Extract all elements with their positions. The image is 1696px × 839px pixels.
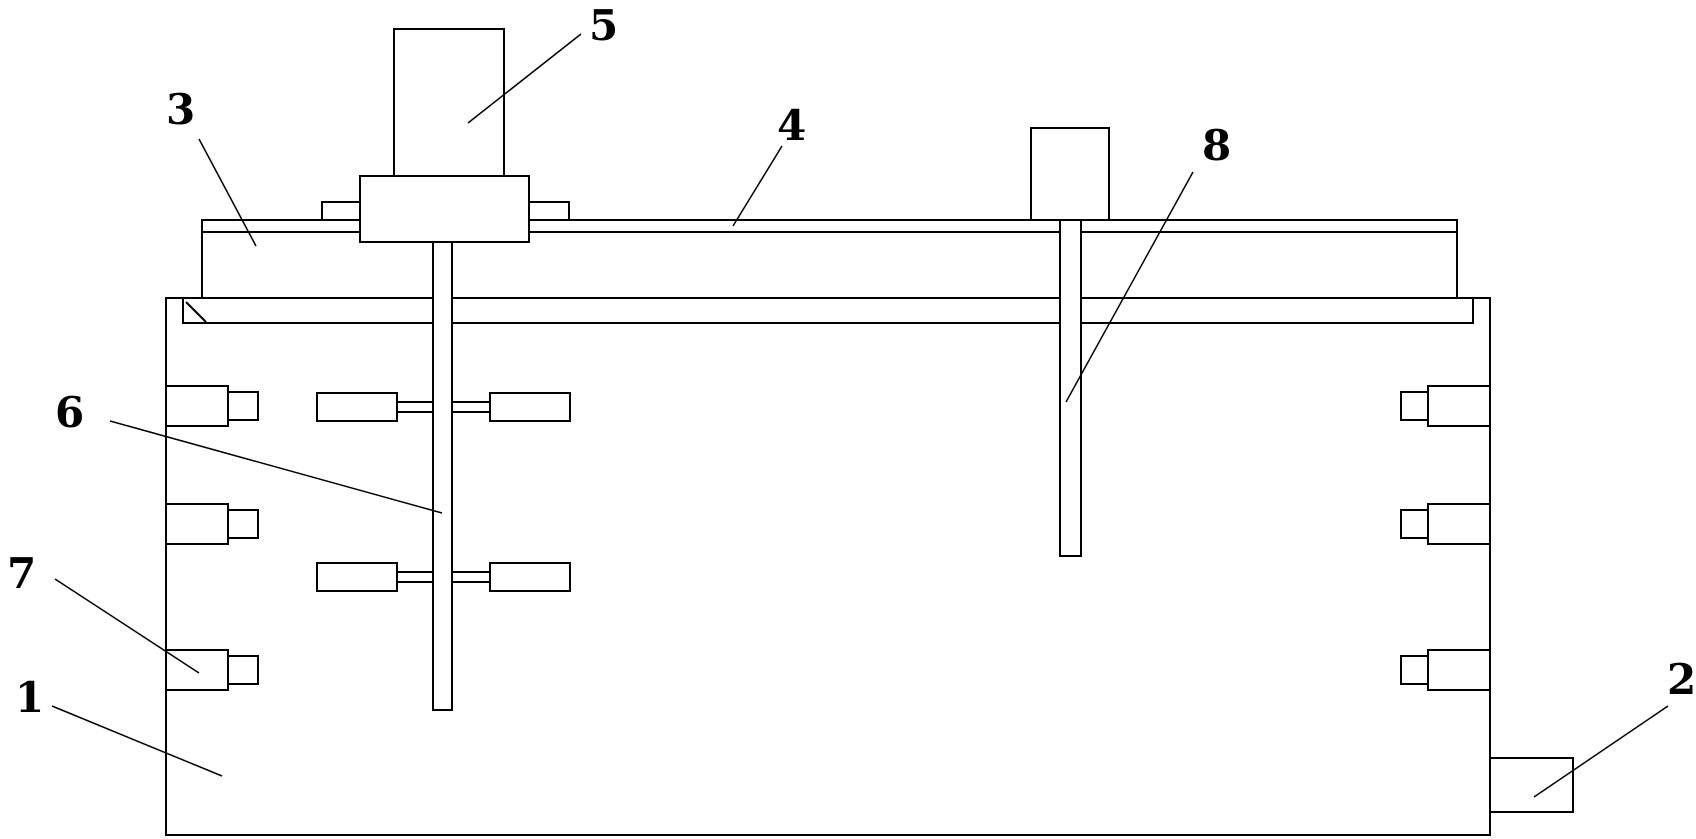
tank-flange xyxy=(182,297,1474,324)
leader-line-1 xyxy=(51,705,223,777)
label-4: 4 xyxy=(777,101,806,150)
leader-line-4 xyxy=(732,145,783,227)
left-nozzle-1-body xyxy=(165,385,229,427)
left-nozzle-1-tip xyxy=(227,391,259,421)
probe-rod xyxy=(1059,219,1082,557)
left-nozzle-3-tip xyxy=(227,655,259,685)
leader-line-6 xyxy=(109,420,443,514)
upper-arm-left xyxy=(396,401,434,413)
leader-line-8 xyxy=(1065,171,1194,403)
label-7: 7 xyxy=(7,549,36,598)
lower-arm-left xyxy=(396,571,434,583)
leader-line-3 xyxy=(198,138,257,247)
right-nozzle-2-body xyxy=(1427,503,1491,545)
label-5: 5 xyxy=(589,1,618,50)
label-1: 1 xyxy=(15,673,44,722)
label-3: 3 xyxy=(166,85,195,134)
upper-paddle-right xyxy=(489,392,571,422)
upper-paddle-left xyxy=(316,392,398,422)
carriage-block xyxy=(359,175,530,243)
motor xyxy=(393,28,505,177)
right-nozzle-1-body xyxy=(1427,385,1491,427)
right-nozzle-3-body xyxy=(1427,649,1491,691)
left-nozzle-2-body xyxy=(165,503,229,545)
right-nozzle-3-tip xyxy=(1400,655,1429,685)
right-nozzle-2-tip xyxy=(1400,509,1429,539)
upper-arm-right xyxy=(451,401,491,413)
leader-line-7 xyxy=(54,578,200,674)
label-8: 8 xyxy=(1202,121,1231,170)
leader-line-5 xyxy=(467,33,582,124)
left-nozzle-2-tip xyxy=(227,509,259,539)
carriage-tab-left xyxy=(321,201,363,221)
probe-head xyxy=(1030,127,1110,221)
lower-arm-right xyxy=(451,571,491,583)
label-2: 2 xyxy=(1667,655,1696,704)
lower-paddle-left xyxy=(316,562,398,592)
label-6: 6 xyxy=(55,388,84,437)
carriage-tab-right xyxy=(526,201,570,221)
leader-line-2 xyxy=(1533,705,1669,798)
outlet-pipe xyxy=(1489,757,1574,813)
left-nozzle-3-body xyxy=(165,649,229,691)
lower-paddle-right xyxy=(489,562,571,592)
flange-hatch xyxy=(185,301,207,323)
stirring-shaft xyxy=(432,241,453,711)
right-nozzle-1-tip xyxy=(1400,391,1429,421)
